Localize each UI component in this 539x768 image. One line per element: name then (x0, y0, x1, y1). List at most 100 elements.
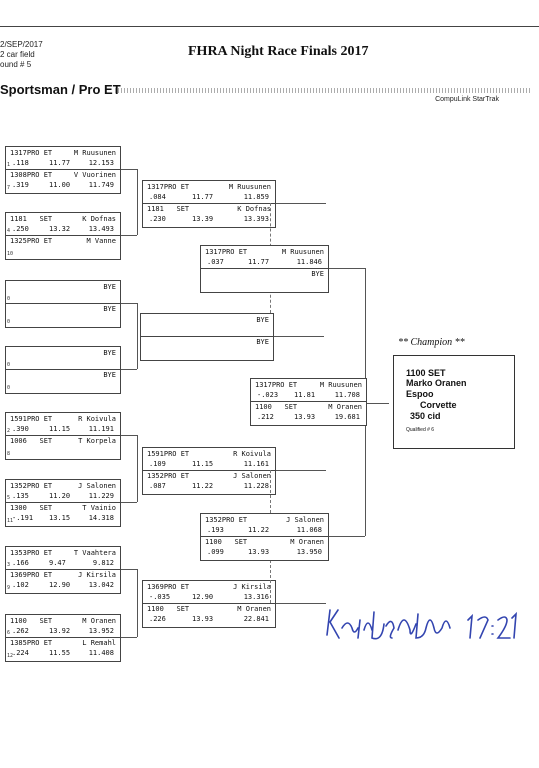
reaction-time: .226 (149, 615, 166, 623)
reaction-time: .118 (12, 159, 29, 167)
lane-divider (6, 303, 120, 304)
lane-divider (251, 401, 366, 402)
elapsed-time: 9.812 (92, 559, 114, 567)
car-number: 1006 SET (10, 437, 53, 445)
car-number: 1308PRO ET (10, 171, 53, 179)
elapsed-time: 13.952 (88, 627, 114, 635)
event-title: FHRA Night Race Finals 2017 (188, 44, 369, 59)
champion-qualified: Qualified # 6 (406, 427, 435, 433)
connector (276, 203, 326, 204)
connector (137, 303, 138, 369)
champion-box: 1100 SET Marko Oranen Espoo Corvette 350… (393, 355, 515, 449)
driver-name: BYE (256, 316, 269, 324)
car-number: 1353PRO ET (10, 549, 53, 557)
dial-in: 11.77 (192, 193, 214, 201)
reaction-time: -.035 (149, 593, 171, 601)
connector (274, 336, 324, 337)
seed-number: 11 (7, 518, 14, 524)
dial-in: 11.15 (49, 425, 71, 433)
driver-name: J Salonen (233, 472, 271, 480)
field-size: 2 car field (0, 50, 35, 59)
connector (329, 268, 365, 269)
event-date: 2/SEP/2017 (0, 40, 43, 49)
connector (137, 569, 138, 637)
dial-in: 11.00 (49, 181, 71, 189)
connector (137, 169, 138, 235)
car-number: 1100 SET (205, 538, 248, 546)
dial-in: 13.15 (49, 514, 71, 522)
reaction-time: .102 (12, 581, 29, 589)
driver-name: BYE (103, 305, 116, 313)
dial-in: 11.81 (294, 391, 316, 399)
signature-image (326, 609, 517, 640)
reaction-time: .109 (149, 460, 166, 468)
dial-in: 13.93 (294, 413, 316, 421)
lane-divider (6, 569, 120, 570)
elapsed-time: 11.228 (243, 482, 269, 490)
driver-name: M Oranen (290, 538, 324, 546)
car-number: 1317PRO ET (147, 183, 190, 191)
car-number: 1100 SET (147, 605, 190, 613)
top-rule (0, 26, 539, 27)
reaction-time: .390 (12, 425, 29, 433)
car-number: 1181 SET (147, 205, 190, 213)
driver-name: M Oranen (328, 403, 362, 411)
seed-number: 6 (7, 630, 11, 636)
reaction-time: .212 (257, 413, 274, 421)
connector (121, 502, 137, 503)
dial-in: 11.55 (49, 649, 71, 657)
dial-in: 13.92 (49, 627, 71, 635)
elapsed-time: 11.708 (334, 391, 360, 399)
connector (121, 637, 137, 638)
car-number: 1317PRO ET (255, 381, 298, 389)
driver-name: BYE (256, 338, 269, 346)
car-number: 1100 SET (10, 617, 53, 625)
reaction-time: .193 (207, 526, 224, 534)
champion-car: Corvette (420, 400, 457, 410)
connector (276, 470, 326, 471)
driver-name: M Ruusunen (228, 183, 271, 191)
lane-divider (143, 203, 275, 204)
reaction-time: .230 (149, 215, 166, 223)
seed-number: 0 (7, 385, 11, 391)
seed-number: 2 (7, 428, 11, 434)
champion-engine: 350 cid (410, 411, 441, 421)
driver-name: M Oranen (82, 617, 116, 625)
car-number: 1325PRO ET (10, 237, 53, 245)
elapsed-time: 11.408 (88, 649, 114, 657)
driver-name: M Ruusunen (281, 248, 324, 256)
driver-name: J Salonen (286, 516, 324, 524)
reaction-time: .099 (207, 548, 224, 556)
reaction-time: .087 (149, 482, 166, 490)
elapsed-time: 13.950 (296, 548, 322, 556)
driver-name: T Korpela (78, 437, 116, 445)
car-number: 1352PRO ET (205, 516, 248, 524)
seed-number: 9 (7, 585, 11, 591)
car-number: 1591PRO ET (10, 415, 53, 423)
elapsed-time: 14.318 (88, 514, 114, 522)
seed-number: 0 (7, 319, 11, 325)
champion-name: Marko Oranen (406, 378, 467, 388)
reaction-time: .250 (12, 225, 29, 233)
title-hatch (115, 88, 532, 93)
reaction-time: .262 (12, 627, 29, 635)
driver-name: K Dofnas (237, 205, 271, 213)
car-number: 1317PRO ET (10, 149, 53, 157)
car-number: 1385PRO ET (10, 639, 53, 647)
seed-number: 7 (7, 185, 11, 191)
lane-divider (6, 235, 120, 236)
dial-in: 11.20 (49, 492, 71, 500)
dial-in: 11.77 (49, 159, 71, 167)
timing-system: CompuLink StarTrak (435, 96, 499, 103)
connector (137, 435, 138, 502)
lane-divider (141, 336, 273, 337)
driver-name: M Oranen (237, 605, 271, 613)
car-number: 1352PRO ET (147, 472, 190, 480)
